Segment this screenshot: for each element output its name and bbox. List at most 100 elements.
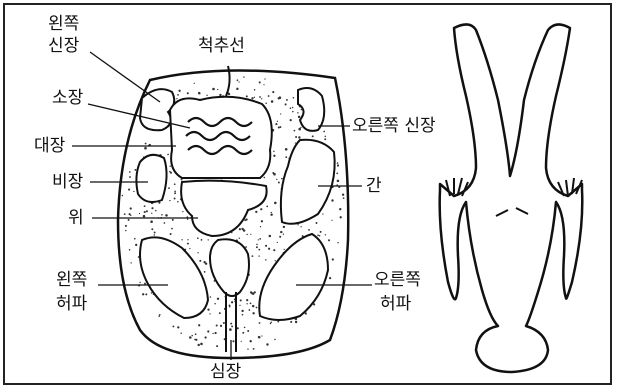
stipple-dot [122,195,124,197]
stipple-dot [260,208,262,210]
stipple-dot [239,228,241,230]
stipple-dot [231,325,233,327]
stipple-dot [169,200,170,201]
stipple-dot [217,298,219,300]
stipple-dot [250,303,252,305]
stipple-dot [292,107,294,109]
stipple-dot [253,348,255,350]
stipple-dot [271,100,274,103]
stipple-dot [244,219,246,221]
stipple-dot [250,234,251,235]
stipple-dot [142,293,144,295]
label-left-kidney-line2: 신장 [48,36,79,56]
stipple-dot [272,172,274,174]
stipple-dot [273,249,275,251]
stipple-dot [174,192,176,194]
stipple-dot [145,143,147,145]
stipple-dot [285,156,287,158]
label-left-kidney-line1: 왼쪽 [48,14,79,34]
stipple-dot [266,343,268,345]
stipple-dot [342,194,344,196]
stipple-dot [170,172,172,174]
stipple-dot [134,238,136,240]
human-silhouette [440,24,583,372]
stipple-dot [177,201,178,202]
stipple-dot [241,310,243,312]
stipple-dot [144,211,146,213]
stipple-dot [144,205,146,207]
stipple-dot [263,177,265,179]
label-heart: 심장 [210,362,241,382]
stipple-dot [290,119,292,121]
stipple-dot [210,296,212,298]
stipple-dot [277,121,278,122]
stipple-dot [155,210,157,212]
silhouette-crotch-line [496,208,528,216]
stipple-dot [128,219,130,221]
stipple-dot [323,131,325,133]
stipple-dot [325,136,326,137]
stipple-dot [272,91,274,93]
label-spine: 척추선 [198,36,245,56]
stipple-dot [236,88,238,90]
stipple-dot [195,333,197,335]
stipple-dot [229,328,232,331]
stipple-dot [295,321,297,323]
stipple-dot [283,234,284,235]
stipple-dot [177,326,179,328]
large-intestine [170,97,272,178]
stipple-dot [252,305,254,307]
stipple-dot [263,84,264,85]
stipple-dot [219,312,221,314]
stipple-dot [229,305,231,307]
stipple-dot [332,258,334,260]
stipple-dot [204,271,206,273]
stipple-dot [256,246,258,248]
stipple-dot [280,113,281,114]
stipple-dot [297,224,298,225]
stipple-dot [276,179,277,180]
stipple-dot [151,207,153,209]
stipple-dot [171,228,173,230]
stipple-dot [261,220,263,222]
stipple-dot [199,260,201,262]
stipple-dot [293,97,295,99]
stipple-dot [161,214,163,216]
stipple-dot [265,103,267,105]
stipple-dot [239,305,240,306]
stipple-dot [258,336,261,339]
stipple-dot [294,130,296,132]
stipple-dot [197,344,199,346]
stipple-dot [279,236,281,238]
stipple-dot [256,307,258,309]
stipple-dot [279,126,281,128]
stipple-dot [295,142,296,143]
stipple-dot [337,180,340,183]
stipple-dot [273,155,275,157]
left-hand [446,178,468,196]
stipple-dot [285,148,288,151]
stipple-dot [232,340,234,342]
stipple-dot [238,81,239,82]
stipple-dot [129,176,131,178]
stipple-dot [246,95,248,97]
stipple-dot [308,229,310,231]
stipple-dot [194,83,195,84]
stipple-dot [241,341,242,342]
spleen [136,155,166,202]
stipple-dot [201,239,203,241]
stipple-dot [281,178,283,180]
stipple-dot [279,96,282,99]
stipple-dot [329,277,331,279]
stipple-dot [298,136,300,138]
stipple-dot [174,198,176,200]
stipple-dot [198,324,200,326]
stipple-dot [144,283,146,285]
stipple-dot [265,245,267,247]
stipple-dot [252,255,254,257]
stipple-dot [189,248,190,249]
stipple-dot [280,231,282,233]
stipple-dot [265,259,266,260]
stipple-dot [259,322,261,324]
stipple-dot [242,314,244,316]
